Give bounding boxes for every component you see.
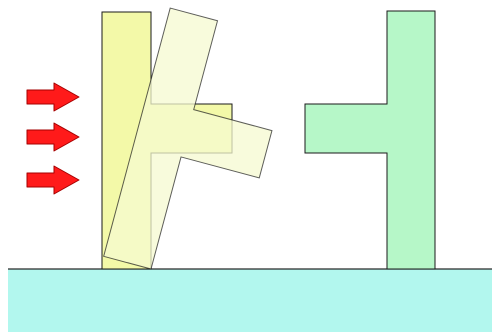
force-arrow [27, 123, 79, 151]
ground-block [8, 269, 492, 332]
green-shape [305, 11, 435, 269]
force-arrow [27, 83, 79, 111]
force-arrow [27, 166, 79, 194]
